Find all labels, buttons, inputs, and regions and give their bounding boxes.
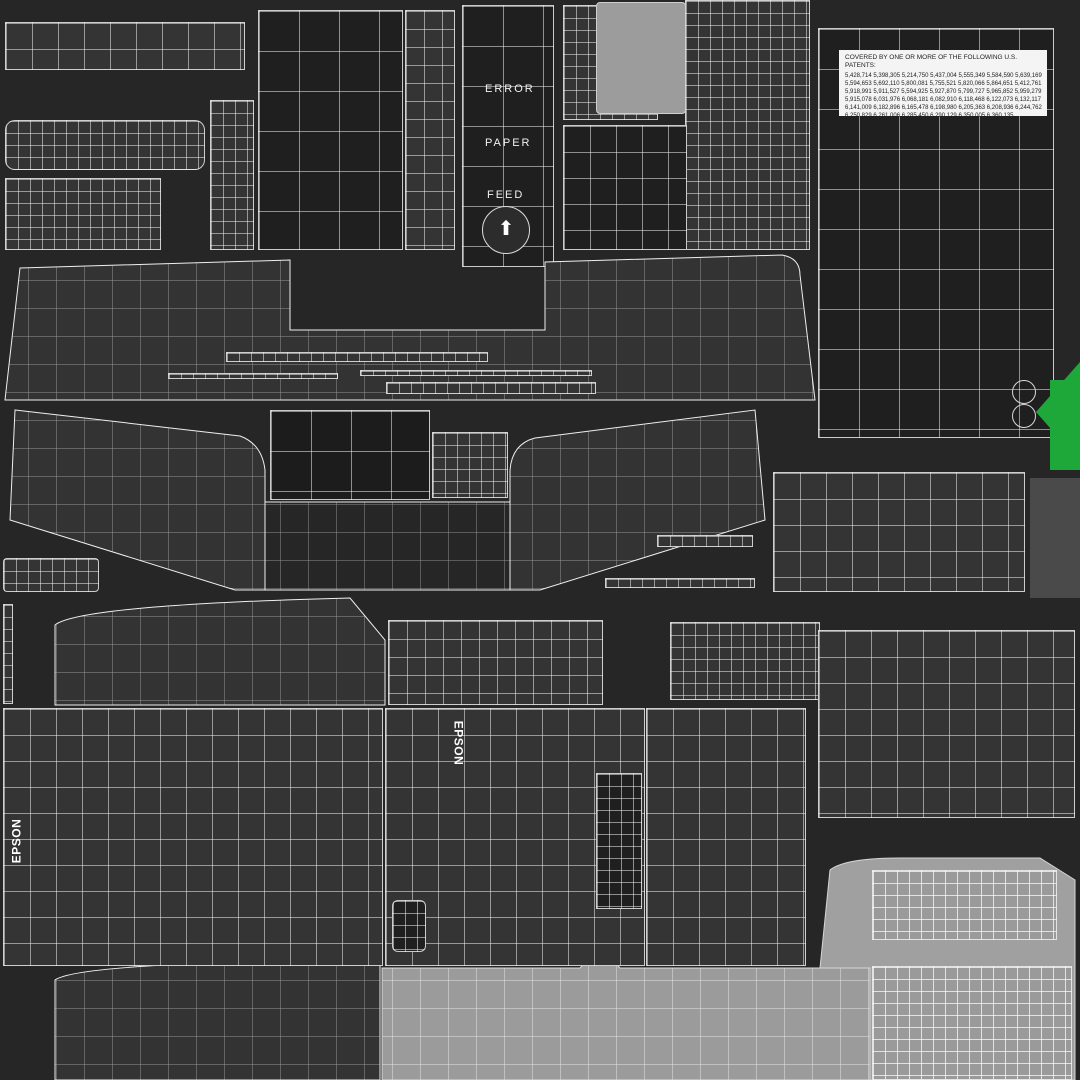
uv-island-bottom-left-large [3, 708, 383, 966]
uv-island-top-left-strip [5, 22, 245, 70]
uv-island-right-big [818, 630, 1075, 818]
patent-row: 6,141,009 6,182,896 6,165,478 6,198,980 … [845, 105, 1042, 111]
uv-island-dense-right [685, 0, 810, 250]
uv-island-top-column [405, 10, 455, 250]
uv-strip-1 [226, 352, 488, 362]
uv-strip-left-small [3, 558, 99, 592]
uv-strip-6 [605, 578, 755, 588]
uv-island-small-slot [392, 900, 426, 952]
feed-label: FEED [487, 189, 525, 201]
uv-island-mid-band [388, 620, 603, 705]
uv-island-bottom-right-grid [872, 966, 1072, 1080]
uv-strip-left-vertical [3, 604, 13, 704]
patent-sticker: COVERED BY ONE OR MORE OF THE FOLLOWING … [839, 50, 1047, 119]
hex-nut-top [1012, 380, 1036, 404]
uv-island-mid-right-parts [670, 622, 820, 700]
patent-row: 5,915,078 6,031,976 6,068,181 6,082,910 … [845, 97, 1041, 103]
uv-island-left-grid [5, 178, 161, 250]
patent-row: 5,918,991 5,911,527 5,594,925 5,927,870 … [845, 89, 1042, 95]
lower-left-curved-island [54, 597, 386, 1080]
uv-strip-5 [657, 535, 753, 547]
uv-island-left-ribbed [210, 100, 254, 250]
uv-island-light-small [596, 2, 686, 114]
uv-island-center-screen [270, 410, 430, 500]
upper-wing-island [4, 254, 816, 401]
epson-center-label: EPSON [451, 720, 466, 766]
up-arrow-icon: ⬆ [482, 206, 530, 254]
patent-row: 6,250,829 6,261,006 6,285,450 6,290,129 … [845, 113, 1014, 119]
green-marker-fill [1050, 380, 1080, 470]
hex-nut-bottom [1012, 404, 1036, 428]
uv-island-center-details [432, 432, 508, 498]
uv-island-vertical-slot [596, 773, 642, 909]
patent-row: 5,428,714 5,398,305 5,214,750 5,437,004 … [845, 73, 1042, 79]
uv-island-bottom-center-large [385, 708, 645, 966]
uv-island-mid-top [563, 125, 687, 250]
uv-island-top-left-bar [5, 120, 205, 170]
paper-label: PAPER [485, 137, 532, 149]
uv-island-gray-square [1030, 478, 1080, 598]
epson-side-label: EPSON [9, 818, 24, 864]
patent-heading: COVERED BY ONE OR MORE OF THE FOLLOWING … [845, 54, 1018, 69]
uv-island-bottom-right-large [646, 708, 806, 966]
uv-strip-3 [360, 370, 592, 376]
uv-island-right-mid [773, 472, 1025, 592]
error-label: ERROR [485, 83, 535, 95]
uv-island-bottom-right-details [872, 870, 1057, 940]
patent-row: 5,594,653 5,692,110 5,800,081 5,755,521 … [845, 81, 1042, 87]
uv-strip-2 [168, 373, 338, 379]
lower-wing-island [9, 409, 766, 591]
uv-island-top-panel [258, 10, 403, 250]
uv-strip-4 [386, 382, 596, 394]
